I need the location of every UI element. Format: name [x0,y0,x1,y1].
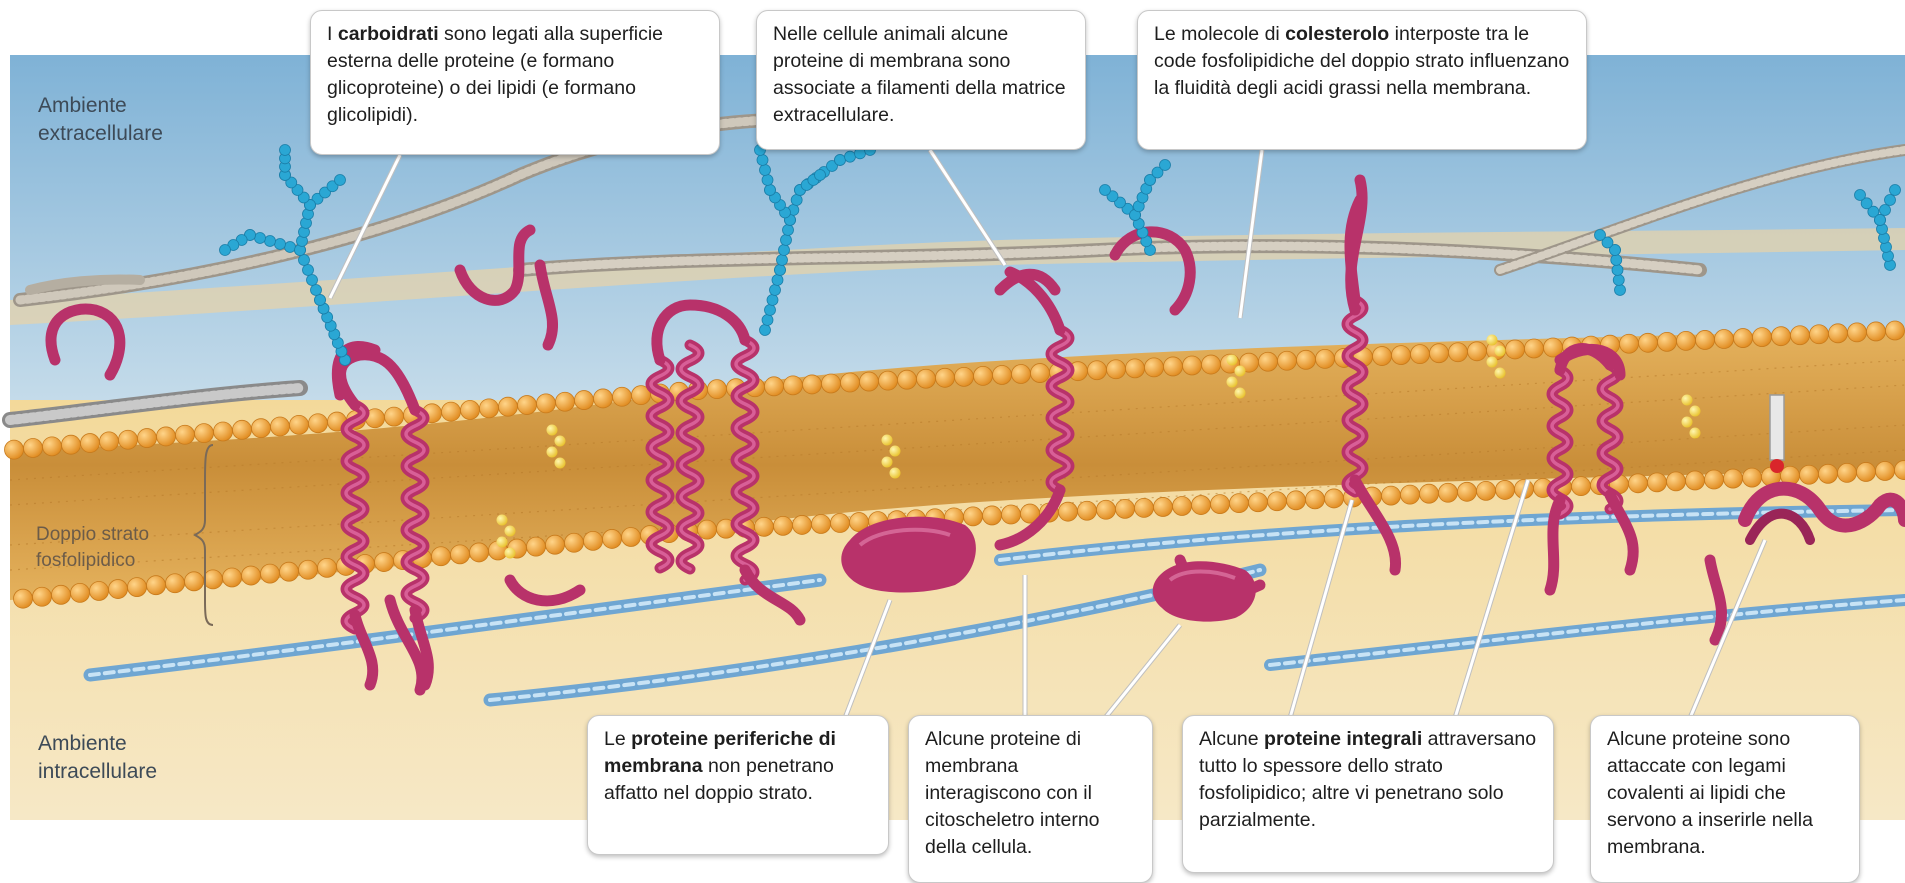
callout-extracellular-matrix: Nelle cellule animali alcune proteine di… [756,10,1086,150]
extracellular-label: Ambiente extracellulare [38,92,163,148]
callout-cholesterol: Le molecole di colesterolo interposte tr… [1137,10,1587,150]
callout-peripheral-proteins: Le proteine periferiche di membrana non … [587,715,889,855]
callout-carbohydrates: I carboidrati sono legati alla superfici… [310,10,720,155]
callout-integral-proteins: Alcune proteine integrali attraversano t… [1182,715,1554,873]
callout-cytoskeleton: Alcune proteine di membrana interagiscon… [908,715,1153,883]
intracellular-label: Ambiente intracellulare [38,730,157,786]
callout-lipid-anchored: Alcune proteine sono attaccate con legam… [1590,715,1860,883]
bilayer-label: Doppio strato fosfolipidico [36,522,149,574]
